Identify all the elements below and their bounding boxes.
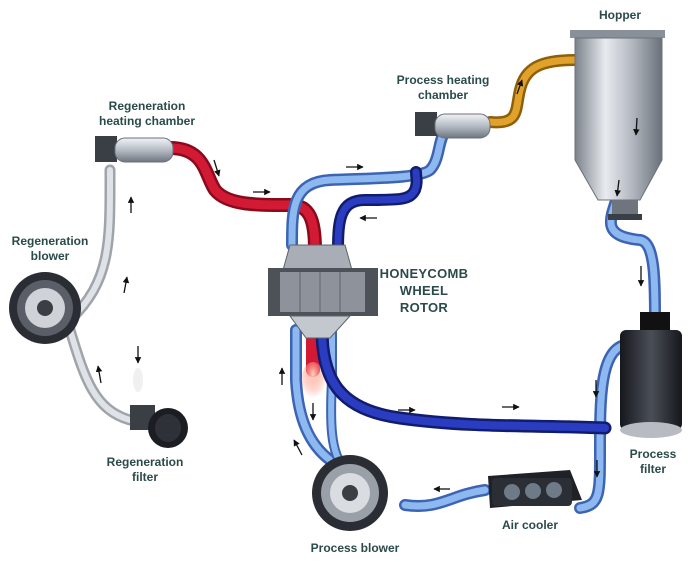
- process-filter-label-line-1: Process: [629, 447, 677, 461]
- process-blower-unit: [312, 455, 388, 531]
- regeneration-blower-label-line-1: Regeneration: [11, 234, 89, 248]
- regeneration-air-pipes: [64, 164, 136, 426]
- honeycomb-label-line-2: WHEEL: [399, 283, 449, 298]
- process-filter-label-line-2: filter: [639, 462, 666, 476]
- hopper: [570, 30, 665, 220]
- regeneration-heating-chamber-label-line-1: Regeneration: [108, 99, 186, 113]
- air-cooler-unit: [488, 470, 582, 508]
- process-heating-chamber-unit: [415, 112, 491, 139]
- regeneration-blower-label: Regeneration blower: [2, 234, 98, 264]
- process-heating-chamber-label: Process heating chamber: [378, 73, 508, 103]
- regeneration-heating-chamber-label: Regeneration heating chamber: [82, 99, 212, 129]
- process-heating-chamber-label-line-1: Process heating: [396, 73, 490, 87]
- regeneration-filter-unit: [130, 368, 188, 448]
- process-blower-label-line: Process blower: [310, 541, 400, 555]
- regeneration-filter-label-line-1: Regeneration: [106, 455, 184, 469]
- regeneration-blower-label-line-2: blower: [30, 249, 70, 263]
- flow-arrows: [95, 79, 645, 493]
- heat-glow: [301, 362, 325, 402]
- hopper-label-line: Hopper: [599, 8, 641, 22]
- regeneration-heating-chamber-label-line-2: heating chamber: [98, 114, 196, 128]
- process-heating-chamber-label-line-2: chamber: [417, 88, 469, 102]
- air-cooler-label-line: Air cooler: [501, 518, 558, 532]
- hopper-label: Hopper: [590, 8, 650, 23]
- air-cooler-label: Air cooler: [490, 518, 570, 533]
- regeneration-blower-unit: [9, 272, 81, 344]
- regeneration-heating-chamber-unit: [95, 136, 174, 163]
- return-air-pipes: [315, 166, 612, 435]
- honeycomb-label-line-1: HONEYCOMB: [379, 266, 469, 281]
- heated-process-pipe: [484, 54, 581, 129]
- honeycomb-wheel-rotor-label: HONEYCOMB WHEEL ROTOR: [374, 265, 474, 316]
- process-filter-unit: [620, 312, 682, 438]
- regeneration-filter-label-line-2: filter: [131, 470, 158, 484]
- regeneration-filter-label: Regeneration filter: [90, 455, 200, 485]
- process-filter-label: Process filter: [618, 447, 688, 477]
- honeycomb-rotor-unit: [268, 244, 378, 339]
- honeycomb-label-line-3: ROTOR: [399, 300, 449, 315]
- process-blower-label: Process blower: [300, 541, 410, 556]
